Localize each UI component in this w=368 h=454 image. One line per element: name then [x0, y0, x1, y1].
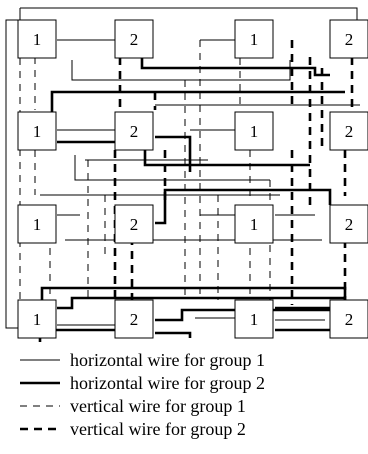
node-group2: 2 — [114, 19, 154, 59]
node-label: 2 — [130, 30, 139, 49]
node-group2: 2 — [329, 204, 368, 244]
node-label: 1 — [33, 122, 42, 141]
legend-item: horizontal wire for group 2 — [20, 373, 265, 393]
node-box — [234, 111, 274, 151]
node-label: 1 — [33, 30, 42, 49]
wire-group2-horizontal — [57, 296, 345, 310]
node-box — [329, 19, 368, 59]
wire-group1-horizontal — [71, 60, 291, 81]
node-group1: 1 — [17, 19, 57, 59]
wire-group1-horizontal — [5, 8, 21, 329]
node-box — [234, 204, 274, 244]
node-label: 1 — [250, 310, 259, 329]
node-label: 1 — [250, 30, 259, 49]
wire-group2-horizontal — [50, 90, 345, 112]
node-group1: 1 — [234, 204, 274, 244]
wire-group2-horizontal — [155, 188, 332, 225]
wire-group2-horizontal — [155, 331, 192, 338]
node-group1: 1 — [234, 19, 274, 59]
node-label: 1 — [33, 310, 42, 329]
legend: horizontal wire for group 1 horizontal w… — [20, 350, 265, 439]
node-box — [114, 204, 154, 244]
legend-label: vertical wire for group 2 — [70, 419, 246, 439]
node-group2: 2 — [114, 299, 154, 339]
wire-group1-horizontal — [20, 7, 358, 35]
wires — [5, 7, 360, 342]
node-grid: 1 2 1 2 1 2 1 2 1 2 1 2 1 2 1 2 — [17, 19, 368, 339]
legend-item: vertical wire for group 2 — [20, 419, 246, 439]
node-box — [234, 19, 274, 59]
node-box — [329, 299, 368, 339]
legend-item: vertical wire for group 1 — [20, 396, 246, 416]
node-label: 2 — [345, 122, 354, 141]
node-label: 1 — [33, 215, 42, 234]
node-group2: 2 — [329, 299, 368, 339]
node-box — [329, 204, 368, 244]
node-box — [17, 19, 57, 59]
wire-group2-horizontal — [143, 147, 310, 167]
wire-group1-horizontal — [74, 155, 270, 181]
node-label: 1 — [250, 122, 259, 141]
node-group2: 2 — [114, 111, 154, 151]
wire-group2-horizontal — [155, 135, 192, 172]
node-group1: 1 — [17, 111, 57, 151]
node-box — [17, 111, 57, 151]
node-label: 2 — [345, 310, 354, 329]
node-label: 2 — [130, 310, 139, 329]
node-box — [329, 111, 368, 151]
wire-group2-horizontal — [40, 286, 347, 303]
node-group1: 1 — [234, 111, 274, 151]
node-label: 2 — [130, 122, 139, 141]
node-box — [114, 299, 154, 339]
node-group1: 1 — [17, 299, 57, 339]
node-box — [17, 204, 57, 244]
node-box — [114, 111, 154, 151]
node-group1: 1 — [17, 204, 57, 244]
node-group2: 2 — [329, 19, 368, 59]
wire-group2-horizontal — [140, 57, 330, 77]
node-box — [234, 299, 274, 339]
legend-label: vertical wire for group 1 — [70, 396, 246, 416]
node-label: 2 — [345, 30, 354, 49]
node-label: 2 — [130, 215, 139, 234]
node-box — [114, 19, 154, 59]
node-group2: 2 — [329, 111, 368, 151]
legend-item: horizontal wire for group 1 — [20, 350, 265, 370]
legend-label: horizontal wire for group 1 — [70, 350, 265, 370]
node-label: 2 — [345, 215, 354, 234]
node-label: 1 — [250, 215, 259, 234]
legend-label: horizontal wire for group 2 — [70, 373, 265, 393]
node-group2: 2 — [114, 204, 154, 244]
node-box — [17, 299, 57, 339]
node-group1: 1 — [234, 299, 274, 339]
